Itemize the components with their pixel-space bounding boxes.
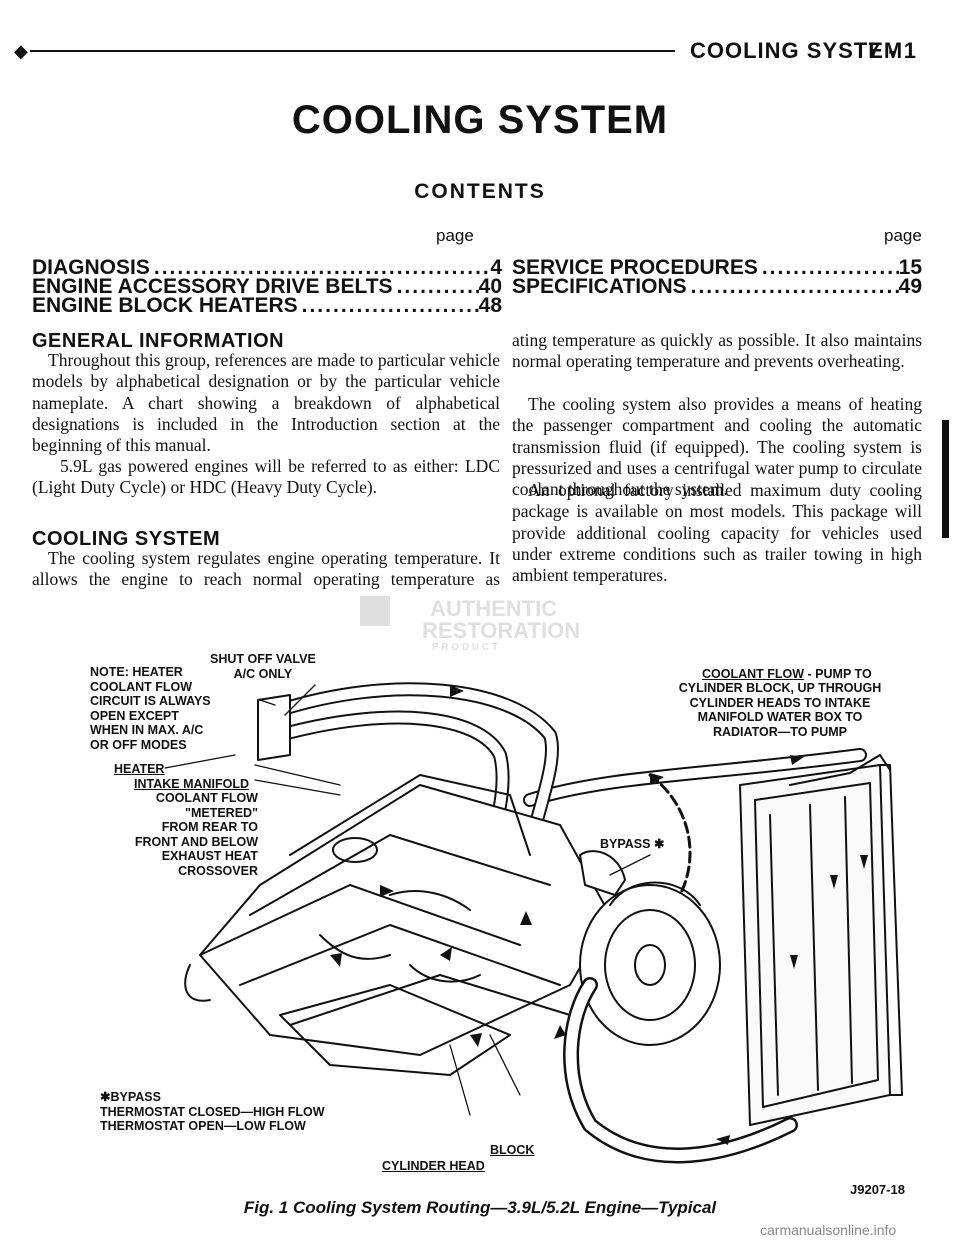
watermark-logo: AUTHENTIC RESTORATION P R O D U C T — [360, 592, 620, 653]
flow-arrows — [330, 685, 868, 1145]
header-diamond-icon: ◆ — [14, 41, 28, 61]
toc-entry-label: SERVICE PROCEDURES — [512, 256, 758, 279]
note-heater-label: NOTE: HEATER COOLANT FLOW CIRCUIT IS ALW… — [90, 665, 211, 752]
contents-heading: CONTENTS — [414, 180, 546, 203]
page-title: COOLING SYSTEM — [291, 98, 669, 142]
toc-entry-engine-block-heaters[interactable]: ENGINE BLOCK HEATERS ...................… — [32, 294, 502, 318]
shutoff-valve-label: SHUT OFF VALVE A/C ONLY — [210, 652, 316, 681]
watermark-line-3: P R O D U C T — [432, 642, 498, 652]
coolant-flow-title: COOLANT FLOW — [702, 667, 805, 681]
toc-leader: ........................................… — [301, 294, 479, 317]
header-rule — [30, 50, 675, 52]
toc-entry-page: 48 — [478, 294, 502, 317]
general-information-paragraph-2: 5.9L gas powered engines will be referre… — [32, 456, 500, 498]
toc-entry-label: SPECIFICATIONS — [512, 275, 687, 298]
toc-entry-page: 49 — [898, 275, 922, 298]
toc-leader: ........................................… — [153, 256, 491, 279]
block-label: BLOCK — [490, 1143, 535, 1157]
footer-watermark: carmanualsonline.info — [760, 1222, 897, 1238]
thermostat-housing — [579, 850, 626, 896]
coolant-flow-description: CYLINDER BLOCK, UP THROUGH CYLINDER HEAD… — [678, 681, 882, 739]
toc-entry-page: 4 — [490, 256, 502, 279]
cooling-system-paragraph-2: The cooling system also provides a means… — [512, 394, 922, 500]
water-pump — [579, 881, 721, 1046]
toc-entry-engine-accessory-drive-belts[interactable]: ENGINE ACCESSORY DRIVE BELTS ...........… — [32, 275, 502, 299]
cooling-system-illustration — [164, 682, 903, 1164]
cooling-system-heading: COOLING SYSTEM — [32, 528, 221, 550]
intake-manifold-label: INTAKE MANIFOLD — [134, 777, 250, 791]
heater-label: HEATER — [114, 762, 165, 776]
cooling-system-diagram: NOTE: HEATER COOLANT FLOW CIRCUIT IS ALW… — [90, 652, 930, 1200]
toc-entry-service-procedures[interactable]: SERVICE PROCEDURES .....................… — [512, 256, 922, 280]
coolant-flow-title-rest: - PUMP TO — [804, 667, 872, 681]
bypass-hose — [648, 773, 692, 897]
toc-page-label-right: page — [884, 226, 922, 245]
cooling-system-paragraph-3: An optional factory installed maximum du… — [512, 480, 922, 586]
general-information-paragraph-1: Throughout this group, references are ma… — [32, 350, 500, 456]
figure-id: J9207-18 — [850, 1182, 905, 1197]
leader-lines — [164, 684, 651, 1116]
toc-entry-label: ENGINE ACCESSORY DRIVE BELTS — [32, 275, 393, 298]
toc-entry-page: 40 — [478, 275, 502, 298]
figure-caption: Fig. 1 Cooling System Routing—3.9L/5.2L … — [243, 1198, 717, 1217]
toc-leader: ........................................… — [396, 275, 479, 298]
toc-entry-specifications[interactable]: SPECIFICATIONS .........................… — [512, 275, 922, 299]
toc-entry-page: 15 — [898, 256, 922, 279]
coolant-flow-heading: COOLANT FLOW - PUMP TO — [702, 667, 872, 682]
cylinder-head-label: CYLINDER HEAD — [382, 1159, 485, 1173]
engine-block — [184, 774, 611, 1076]
toc-entry-label: DIAGNOSIS — [32, 256, 150, 279]
watermark-line-2: RESTORATION — [422, 618, 580, 643]
shutoff-valve — [257, 694, 291, 761]
toc-page-label-left: page — [436, 226, 474, 245]
bypass-label: BYPASS ✱ — [600, 837, 665, 851]
general-information-heading: GENERAL INFORMATION — [32, 330, 285, 352]
margin-change-bar — [942, 420, 949, 538]
cooling-system-paragraph-1-start: The cooling system regulates engine oper… — [32, 548, 500, 590]
header-section-title: COOLING SYSTEM — [690, 38, 904, 63]
bypass-thermostat-note: ✱BYPASS THERMOSTAT CLOSED—HIGH FLOW THER… — [100, 1090, 325, 1133]
toc-entry-label: ENGINE BLOCK HEATERS — [32, 294, 298, 317]
intake-manifold-description: COOLANT FLOW "METERED" FROM REAR TO FRON… — [134, 791, 258, 878]
watermark-line-1: AUTHENTIC — [430, 596, 557, 621]
toc-entry-diagnosis[interactable]: DIAGNOSIS ..............................… — [32, 256, 502, 280]
header-page-number: 7 - 1 — [868, 38, 918, 63]
cooling-system-paragraph-1-continued: ating temperature as quickly as possible… — [512, 330, 922, 372]
radiator — [739, 754, 903, 1126]
toc-leader: ........................................… — [761, 256, 899, 279]
toc-leader: ........................................… — [690, 275, 899, 298]
